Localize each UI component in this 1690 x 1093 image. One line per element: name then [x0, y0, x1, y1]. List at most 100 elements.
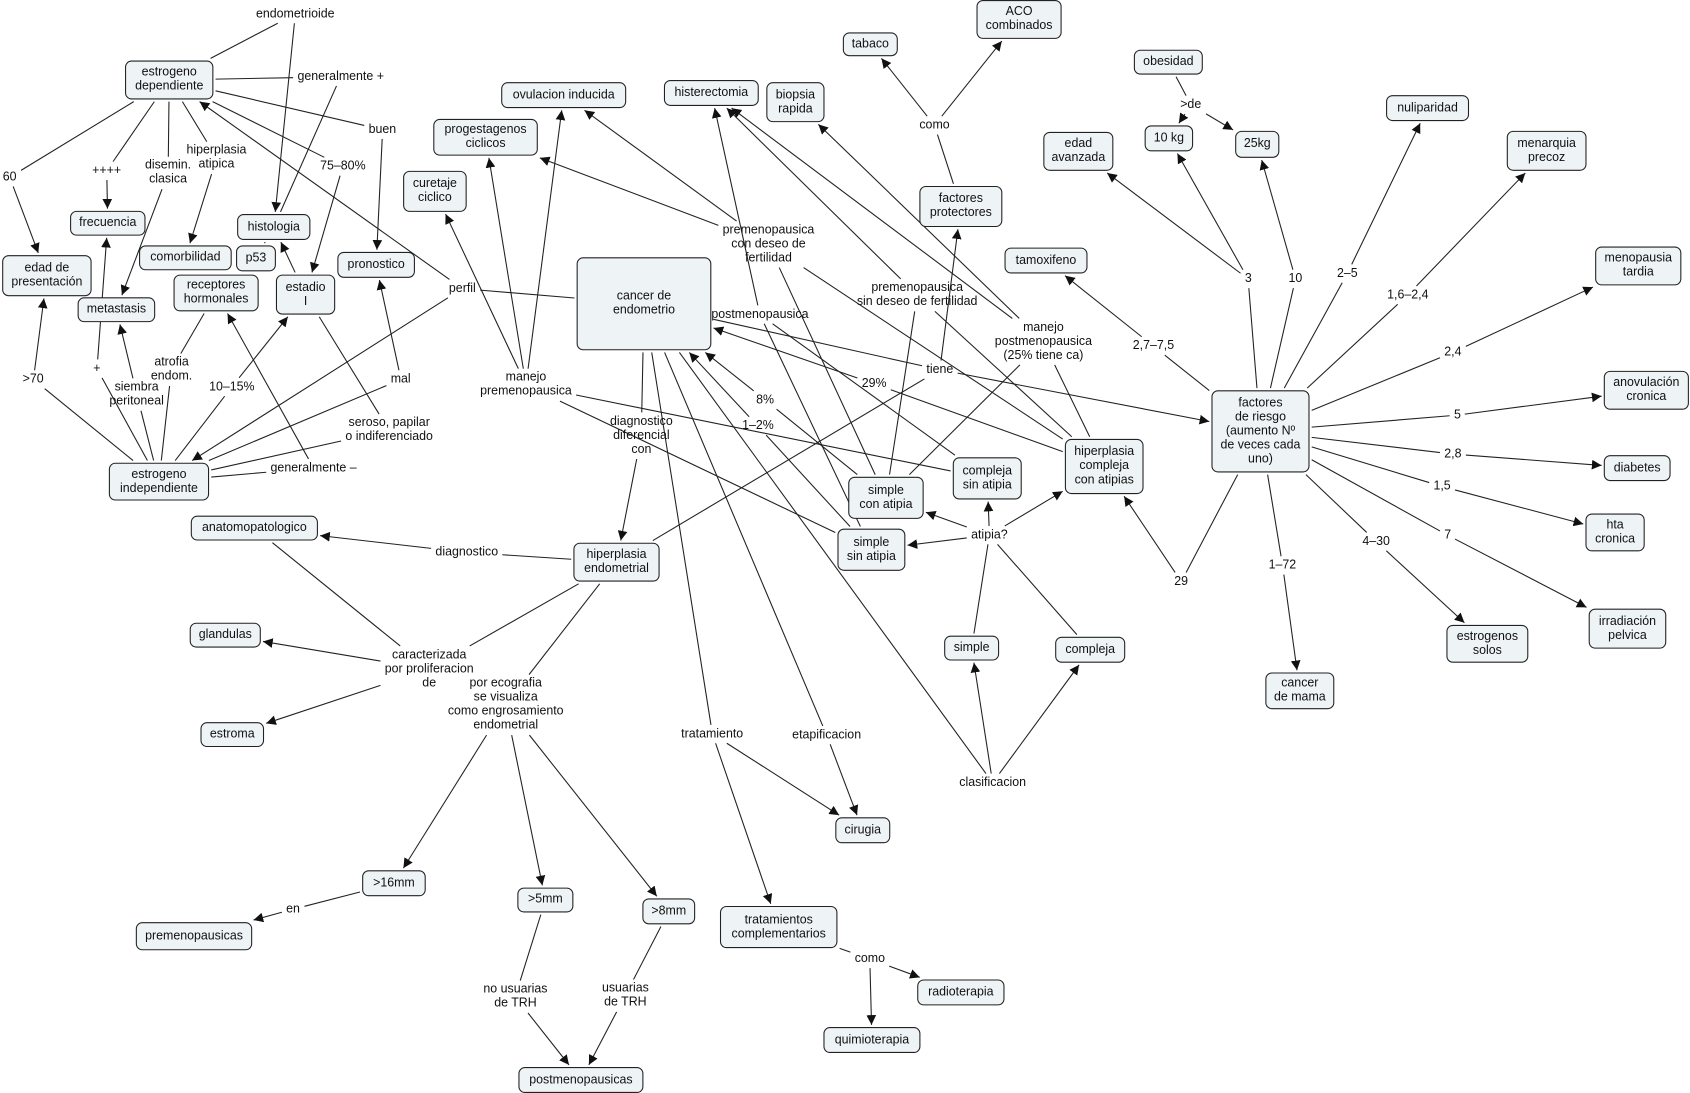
link-manejo-pre-to-curetaje	[445, 213, 519, 369]
link-label-mal: mal	[390, 372, 411, 386]
link-en-to-premenopausicas	[253, 911, 282, 923]
concept-estrogenos-solos[interactable]: estrogenos solos	[1446, 624, 1529, 663]
link-hiperplasia-cca-to-p29	[890, 389, 1063, 453]
link-cancer-endo-to-clasificacion	[678, 352, 987, 774]
concept-obesidad[interactable]: obesidad	[1133, 49, 1203, 75]
concept-simple[interactable]: simple	[944, 635, 1000, 661]
concept-factores-prot[interactable]: factores protectores	[919, 185, 1003, 228]
link-label-p29: 29%	[861, 376, 887, 390]
concept-anovulacion[interactable]: anovulación cronica	[1603, 370, 1689, 410]
concept-nuliparidad[interactable]: nuliparidad	[1386, 95, 1470, 122]
link-r5-to-anovulacion	[1464, 392, 1602, 415]
concept-edad-pres[interactable]: edad de presentación	[2, 255, 92, 297]
concept-hta[interactable]: hta cronica	[1585, 513, 1645, 552]
concept-comorbilidad[interactable]: comorbilidad	[139, 245, 232, 271]
link-simple-ca-to-p8	[776, 408, 858, 476]
link-r3-to-edad-av	[1106, 172, 1241, 274]
concept-premenopausicas[interactable]: premenopausicas	[135, 922, 253, 951]
concept-estrogeno-dep[interactable]: estrogeno dependiente	[125, 60, 214, 100]
link-tratamiento-to-tratamientos	[715, 743, 773, 904]
concept-histologia[interactable]: histologia	[237, 214, 311, 241]
concept-hiperplasia-cca[interactable]: hiperplasia compleja con atipias	[1064, 438, 1144, 495]
link-pre-sdf-to-histerectomia	[726, 107, 902, 280]
concept-biopsia[interactable]: biopsia rapida	[766, 82, 825, 123]
concept-curetaje[interactable]: curetaje ciclico	[403, 170, 467, 212]
link-atipia-to-simple-sa	[907, 537, 967, 549]
concept-aco[interactable]: ACO combinados	[976, 0, 1062, 39]
link-label-tiene: tiene	[926, 362, 954, 376]
link-r7-to-irradiacion	[1454, 538, 1587, 608]
concept-receptores[interactable]: receptores hormonales	[173, 274, 259, 312]
link-mm16-to-en	[304, 891, 361, 907]
concept-kg10[interactable]: 10 kg	[1144, 125, 1194, 152]
concept-simple-ca[interactable]: simple con atipia	[848, 476, 924, 519]
link-r10-to-kg25	[1259, 159, 1294, 270]
link-clasificacion-to-compleja	[998, 664, 1080, 774]
link-estrogeno-dep-to-endometrioide	[210, 22, 278, 59]
concept-ovulacion[interactable]: ovulacion inducida	[501, 82, 627, 109]
link-label-r3: 3	[1244, 271, 1252, 285]
concept-cirugia[interactable]: cirugia	[835, 817, 891, 844]
concept-edad-av[interactable]: edad avanzada	[1043, 131, 1114, 171]
link-estrogeno-dep-to-buen	[215, 90, 365, 126]
link-estrogeno-ind-to-seroso	[211, 440, 342, 471]
concept-cancer-mama[interactable]: cancer de mama	[1265, 672, 1335, 710]
concept-tratamientos[interactable]: tratamientos complementarios	[719, 905, 838, 949]
link-gt70-to-edad-pres	[34, 298, 48, 371]
link-factores-riesgo-to-r29	[1185, 474, 1239, 573]
link-label-atipia: atipia?	[971, 528, 1008, 542]
concept-metastasis[interactable]: metastasis	[77, 297, 156, 323]
concept-cancer-endo[interactable]: cancer de endometrio	[576, 257, 712, 351]
concept-anatomo[interactable]: anatomopatologico	[190, 515, 318, 541]
concept-glandulas[interactable]: glandulas	[189, 622, 261, 648]
link-label-r5: 5	[1453, 408, 1461, 422]
link-p1015-to-estadio	[238, 316, 289, 379]
concept-radioterapia[interactable]: radioterapia	[917, 979, 1005, 1006]
concept-irradiacion[interactable]: irradiación pelvica	[1588, 608, 1667, 649]
link-simple-ca-to-pre-sdf	[889, 311, 916, 475]
link-estrogeno-dep-to-plus4	[112, 101, 155, 162]
concept-simple-sa[interactable]: simple sin atipia	[837, 528, 906, 571]
link-factores-riesgo-to-r1624	[1306, 303, 1399, 389]
concept-postmenopausicas[interactable]: postmenopausicas	[518, 1067, 644, 1093]
link-label-diagnostico: diagnostico	[435, 545, 499, 559]
concept-kg25[interactable]: 25kg	[1235, 130, 1280, 158]
concept-mm16[interactable]: >16mm	[362, 870, 426, 897]
concept-factores-riesgo[interactable]: factores de riesgo (aumento Nº de veces …	[1211, 390, 1310, 473]
concept-compleja-sa[interactable]: compleja sin atipia	[952, 457, 1022, 500]
link-gen-neg-to-receptores	[227, 313, 309, 460]
concept-frecuencia[interactable]: frecuencia	[70, 210, 146, 236]
link-estrogeno-ind-to-atrofia	[160, 385, 171, 461]
concept-estadio[interactable]: estadio I	[275, 274, 336, 315]
concept-tabaco[interactable]: tabaco	[842, 32, 898, 57]
link-caracterizada-to-glandulas	[262, 638, 381, 662]
concept-estroma[interactable]: estroma	[200, 722, 265, 748]
link-mm5-to-no-usuarias	[519, 914, 542, 981]
link-label-diag-dif: diagnostico diferencial con	[610, 414, 673, 456]
link-label-r10: 10	[1288, 271, 1303, 285]
concept-mm8[interactable]: >8mm	[642, 898, 696, 925]
concept-mm5[interactable]: >5mm	[517, 887, 574, 913]
concept-hiperplasia-end[interactable]: hiperplasia endometrial	[573, 542, 660, 582]
concept-estrogeno-ind[interactable]: estrogeno independiente	[108, 462, 210, 501]
concept-progestagenos[interactable]: progestagenos ciclicos	[433, 118, 538, 156]
link-label-buen: buen	[368, 122, 397, 136]
link-manejo-pre-to-progestagenos	[485, 157, 524, 369]
link-estrogeno-ind-to-gen-neg	[211, 471, 267, 478]
link-histologia-to-p53	[264, 241, 266, 244]
concept-compleja[interactable]: compleja	[1055, 636, 1126, 663]
concept-quimioterapia[interactable]: quimioterapia	[823, 1027, 921, 1053]
concept-menarquia[interactable]: menarquia precoz	[1506, 130, 1587, 171]
concept-pronostico[interactable]: pronostico	[337, 251, 415, 278]
link-label-manejo-pre: manejo premenopausica	[480, 370, 572, 398]
link-label-postmeno: postmenopausica	[711, 307, 809, 321]
link-label-tratamiento: tratamiento	[681, 727, 744, 741]
concept-p53[interactable]: p53	[236, 245, 276, 272]
link-label-r15: 1,5	[1433, 479, 1451, 493]
concept-tamoxifeno[interactable]: tamoxifeno	[1004, 247, 1088, 274]
concept-diabetes[interactable]: diabetes	[1603, 455, 1671, 482]
concept-menopausia[interactable]: menopausia tardia	[1595, 246, 1682, 286]
link-hip-atipica-to-comorbilidad	[188, 173, 213, 244]
concept-histerectomia[interactable]: histerectomia	[663, 80, 759, 106]
link-pre-cdf-to-progestagenos	[539, 156, 719, 226]
